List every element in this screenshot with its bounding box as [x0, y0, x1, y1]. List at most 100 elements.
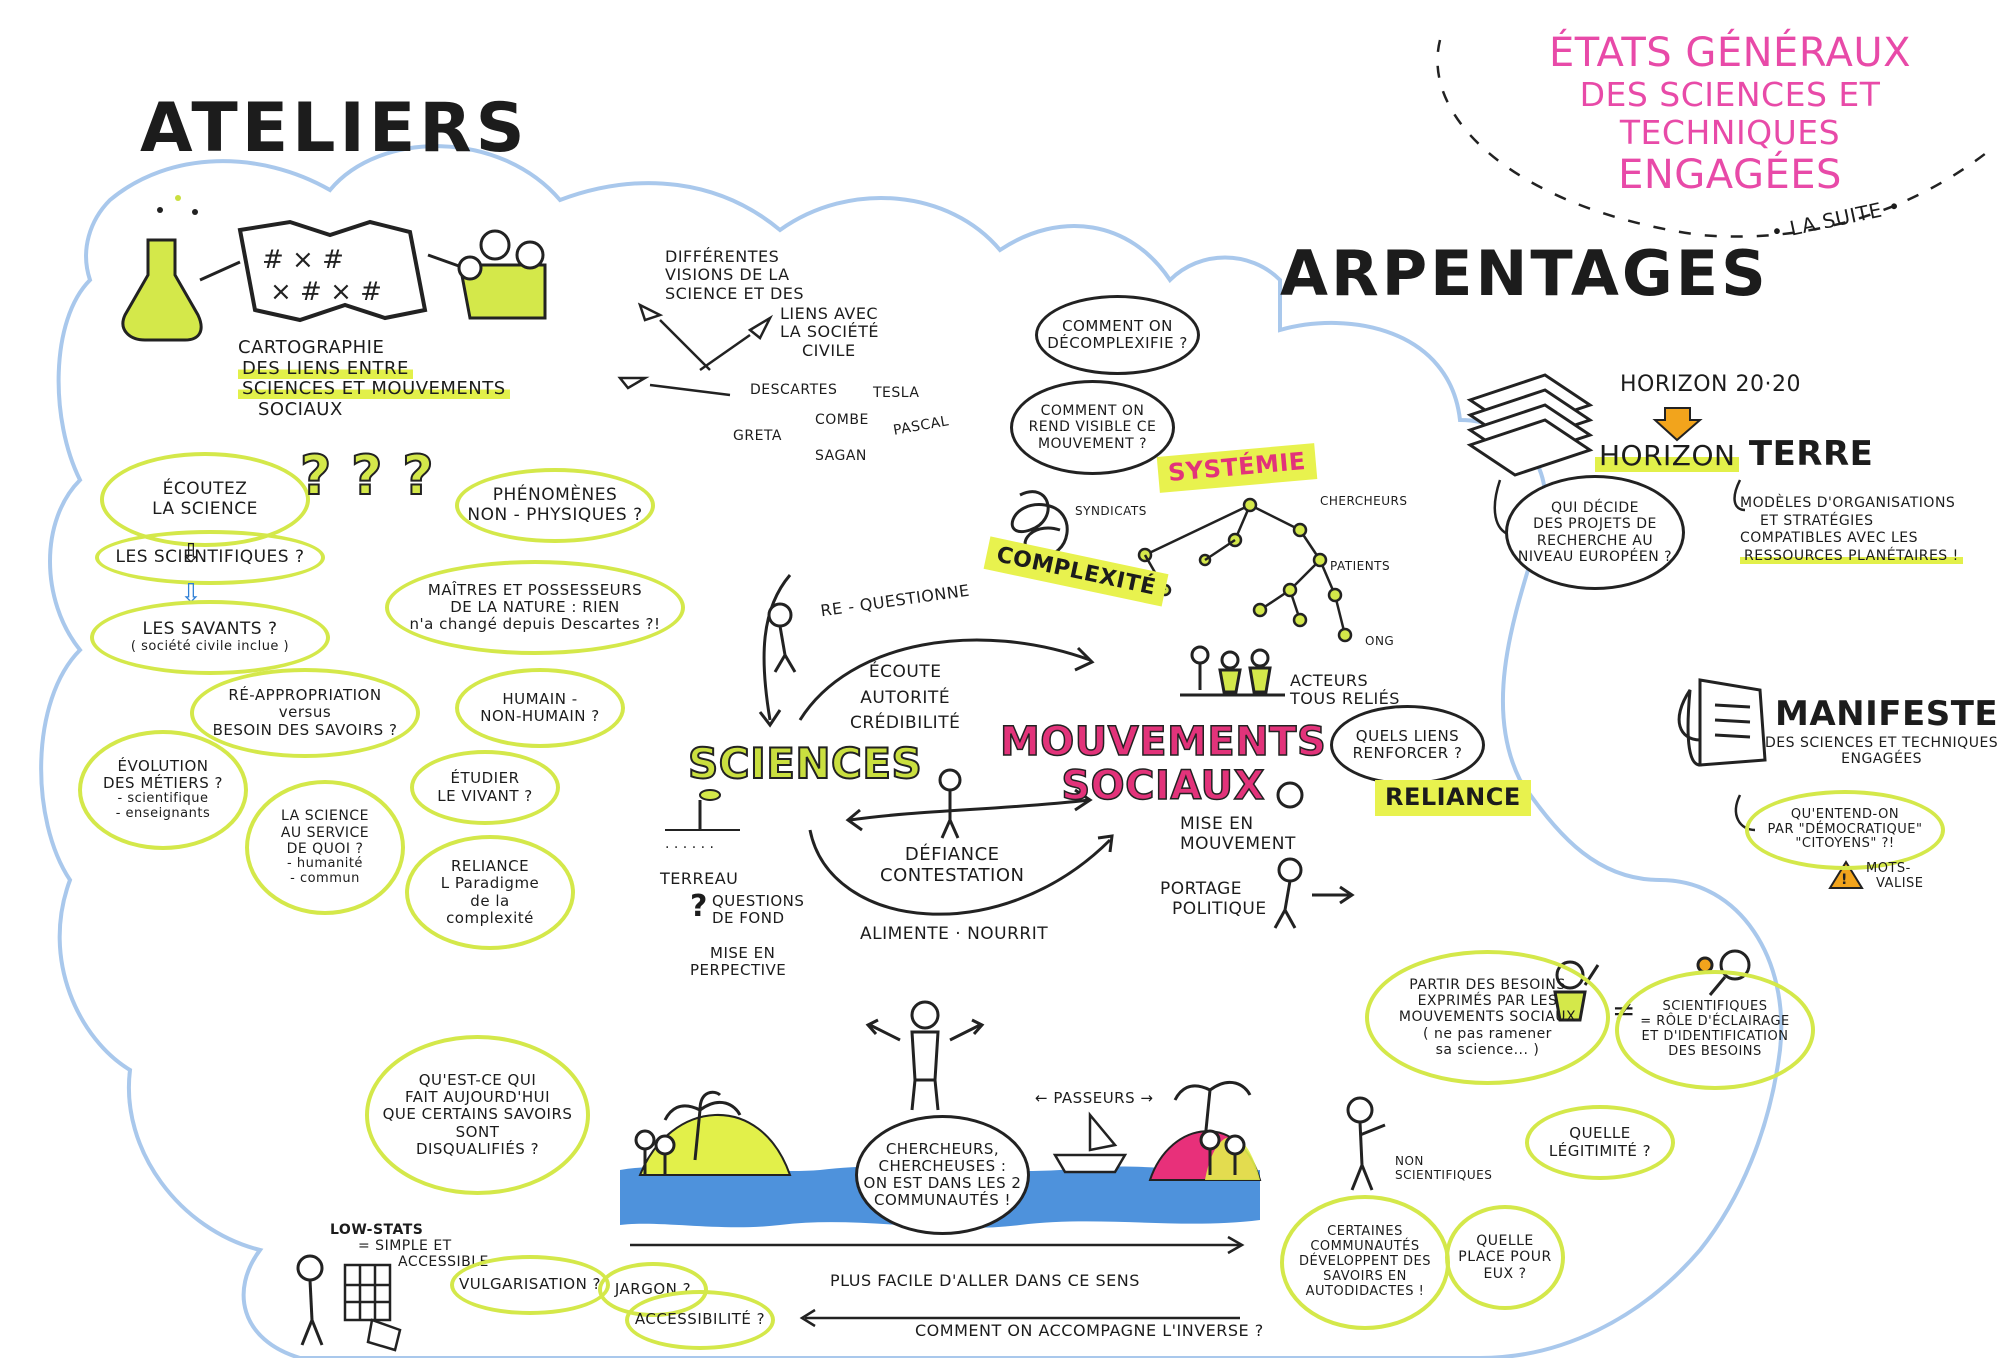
bubble-quelle-place: QUELLE PLACE POUR EUX ? — [1445, 1205, 1565, 1310]
text-line: MOUVEMENTS SOCIAUX — [1398, 1009, 1577, 1026]
event-title-line-2: DES SCIENCES et TECHNIQUES — [1579, 75, 1881, 152]
text-line: ACTEURS — [1290, 671, 1369, 690]
text-line: AUTORITÉ — [860, 687, 951, 708]
modeles-text: MODÈLES D'ORGANISATIONS et STRATÉGIES CO… — [1740, 495, 1963, 565]
person-figure-icon — [296, 1254, 324, 1346]
name-greta: GRETA — [733, 428, 782, 444]
event-title: ÉTATS GÉNÉRAUX DES SCIENCES et TECHNIQUE… — [1470, 30, 1990, 198]
bubble-phenomenes: PHÉNOMÈNES NON - PHYSIQUES ? — [455, 468, 655, 543]
bubble-etudier: ÉTUDIER LE VIVANT ? — [410, 750, 560, 825]
text-line: DISQUALIFIÉS ? — [415, 1139, 540, 1158]
text-line: sa science... ) — [1435, 1041, 1540, 1058]
text-line: SCIENTIFIQUES — [1395, 1167, 1493, 1182]
event-title-line-3: ENGAGÉES — [1618, 151, 1842, 198]
text-line: L Paradigme — [440, 874, 540, 893]
text-line: complexité — [446, 908, 534, 927]
network-label-syndicats: SYNDICATS — [1075, 504, 1147, 518]
caption-line: DES LIENS ENTRE — [238, 357, 510, 380]
bubble-democratique: QU'ENTEND-ON PAR "DÉMOCRATIQUE" "CITOYEN… — [1745, 790, 1945, 870]
bubble-humain: HUMAIN - NON-HUMAIN ? — [455, 668, 625, 748]
text-line: COMMENT ON — [1062, 316, 1173, 335]
mise-perspective-label: MISE EN PERPECTIVE — [690, 944, 787, 980]
mots-valise: MOTS- VALISE — [1866, 861, 1924, 892]
text-line: CERTAINES — [1327, 1224, 1403, 1240]
horizon-terre-b: TERRE — [1748, 434, 1874, 474]
text-line: NIVEAU EUROPÉEN ? — [1517, 548, 1673, 565]
text-line: LÉGITIMITÉ ? — [1548, 1141, 1652, 1160]
text-line: TOUS RELIÉS — [1290, 689, 1400, 709]
people-group-icon — [457, 229, 547, 320]
text-line: BESOIN DES SAVOIRS ? — [212, 720, 398, 739]
bubble-savants: LES SAVANTS ? ( société civile inclue ) — [90, 600, 330, 675]
text-line: MODÈLES D'ORGANISATIONS — [1740, 495, 1956, 511]
network-label-ong: ONG — [1365, 634, 1395, 648]
terreau-label: TERREAU — [660, 869, 739, 888]
bubble-decomplexifie: COMMENT ON DÉCOMPLEXIFIE ? — [1035, 295, 1200, 375]
text-line: RELIANCE — [450, 857, 530, 875]
text-line: PERPECTIVE — [690, 961, 787, 980]
papers-stack-icon — [1466, 373, 1594, 477]
sprout-icon: · · · · · · — [665, 789, 740, 856]
text-line: FAIT AUJOURD'HUI — [404, 1088, 551, 1107]
svg-text:· · · · · ·: · · · · · · — [665, 840, 714, 856]
text-line: MOTS- — [1866, 861, 1911, 876]
text-line: VALISE — [1876, 875, 1924, 891]
defiance-label: DÉFIANCE CONTESTATION — [880, 844, 1024, 886]
arrow-bottom-arc — [808, 829, 1112, 916]
text-line: DES BESOINS — [1668, 1043, 1762, 1059]
plus-facile-label: PLUS FACILE D'ALLER DANS CE SENS — [830, 1271, 1140, 1290]
text-line: COMMUNAUTÉS ! — [873, 1191, 1012, 1210]
actors-group-icon — [1180, 645, 1285, 697]
name-tesla: TESLA — [873, 385, 920, 401]
text-line: DE LA NATURE : Rien — [450, 597, 620, 616]
bubble-communautes: CERTAINES COMMUNAUTÉS DÉVELOPPENT DES SA… — [1280, 1195, 1450, 1330]
text-line: RÉ-APPROPRIATION — [228, 686, 382, 705]
modeles-highlight: RESSOURCES PLANÉTAIRES ! — [1740, 547, 1963, 564]
text-line: MOUVEMENT ? — [1037, 435, 1148, 452]
horizon-terre-a: HORIZON — [1595, 439, 1740, 472]
non-scientifiques-label: NON SCIENTIFIQUES — [1395, 1154, 1493, 1183]
text-line: NON — [1395, 1154, 1424, 1168]
flask-icon — [121, 195, 203, 342]
bubble-evolution: ÉVOLUTION DES MÉTIERS ? - scientifique -… — [78, 730, 248, 850]
text-line: et D'IDENTIFICATION — [1641, 1029, 1789, 1044]
text-line: LA SCIENCE — [152, 498, 258, 519]
bubble-chercheurs: CHERCHEURS, CHERCHEUSES : ON EST DANS LE… — [855, 1115, 1030, 1235]
ateliers-title: ATELIERS — [140, 89, 529, 168]
network-label-patients: PATIENTS — [1330, 559, 1391, 573]
text-line: DES MÉTIERS ? — [103, 774, 223, 793]
text-line: POLITIQUE — [1172, 898, 1267, 919]
text-line: ÉCOUTEZ — [162, 478, 248, 499]
arrow-middle — [849, 798, 1091, 822]
text-line: QUESTIONS — [712, 892, 805, 910]
arrow-top-arc — [798, 638, 1091, 721]
caption-line: CARTOGRAPHIE — [238, 337, 385, 358]
text-line: ( ne pas ramener — [1423, 1025, 1552, 1042]
text-line: RENFORCER ? — [1352, 744, 1463, 762]
ball-icon — [1276, 781, 1304, 809]
text-line: CHERCHEURS, — [885, 1139, 1000, 1158]
text-line: LA SCIENCE — [281, 808, 369, 825]
text-line: - commun — [290, 870, 360, 886]
palm-tree-icon — [663, 1080, 1252, 1161]
caption-highlight: DES LIENS ENTRE — [238, 357, 413, 379]
text-line: LES SAVANTS ? — [142, 619, 278, 640]
text-line: MAÎTRES et POSSESSEURS — [427, 580, 643, 599]
cloud-outline — [39, 144, 1784, 1358]
bubble-rend-visible: COMMENT ON REND VISIBLE CE MOUVEMENT ? — [1010, 380, 1175, 475]
text-line: versus — [278, 703, 332, 722]
text-line: QUELS LIENS — [1355, 726, 1460, 745]
text-line: SAVOIRS EN — [1323, 1268, 1407, 1284]
title-dashed-arc — [1436, 39, 1991, 238]
portage-label: PORTAGE POLITIQUE — [1160, 879, 1267, 919]
bubble-science-service: LA SCIENCE AU SERVICE DE QUOI ? - humani… — [245, 780, 405, 915]
text-line: CHERCHEUSES : — [878, 1156, 1007, 1175]
name-combe: COMBE — [815, 412, 869, 428]
text-line: ENGAGÉES — [1841, 751, 1923, 768]
text-line: LOW-STATS — [330, 1222, 424, 1238]
horizon-terre: HORIZON TERRE — [1595, 434, 1874, 474]
text-line: ÉVOLUTION — [117, 756, 209, 775]
text-line: n'a changé depuis Descartes ?! — [409, 615, 661, 634]
mouvements-label: MOUVEMENTS SOCIAUX — [999, 719, 1326, 809]
